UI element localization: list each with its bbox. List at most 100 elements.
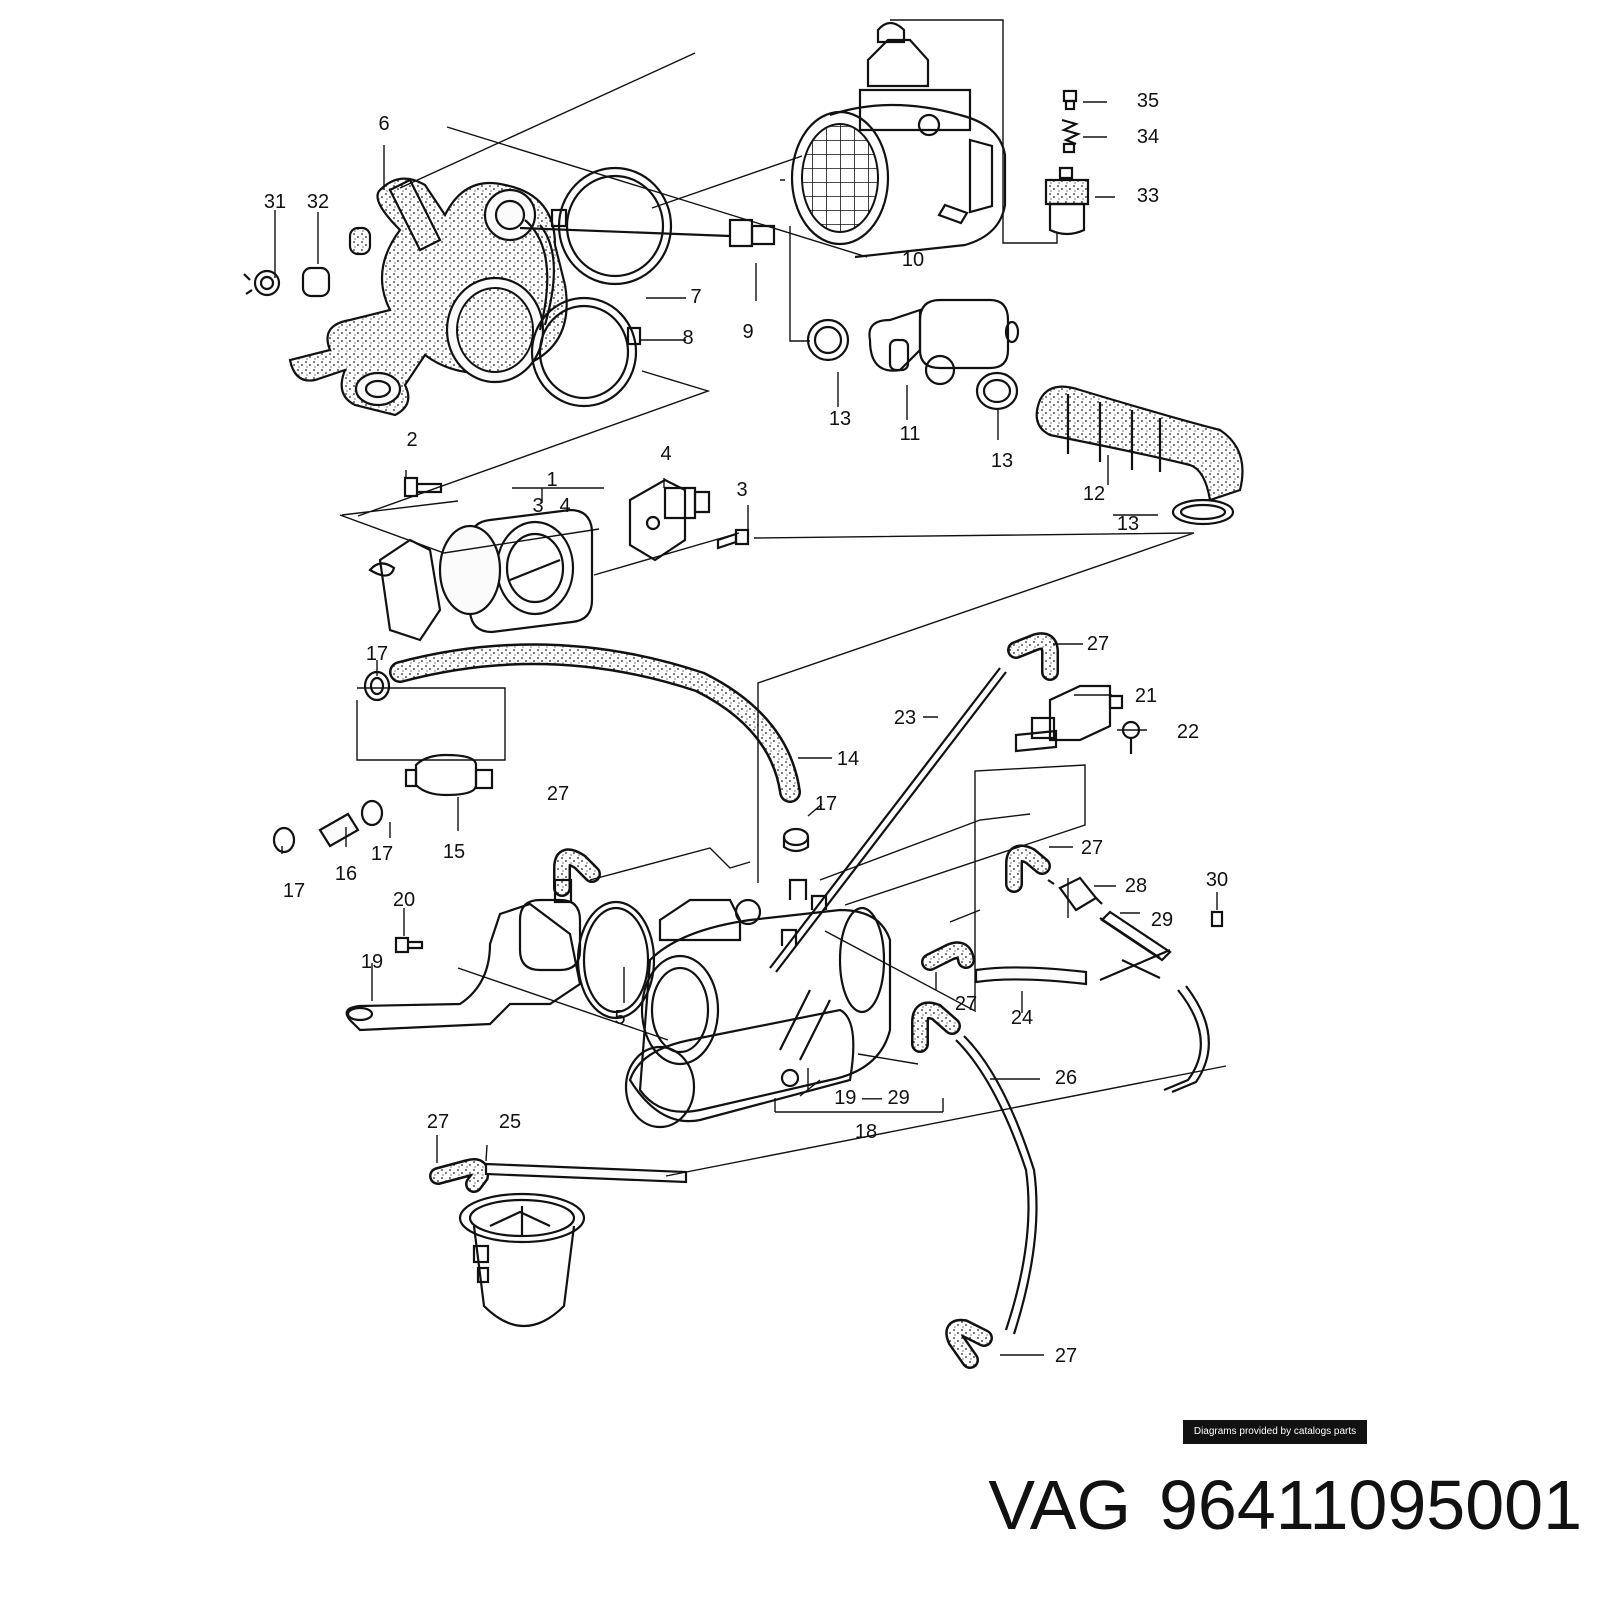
callout: 8 (682, 327, 693, 349)
hose-clamp-8 (530, 296, 642, 408)
hose-clamp-17-top (363, 670, 391, 702)
throttle-switch-4 (628, 478, 711, 562)
callout: 7 (690, 286, 701, 308)
gasket-5 (576, 900, 656, 1020)
callout: 31 (264, 191, 286, 213)
vacuum-line-23 (769, 667, 1007, 973)
callout: 30 (1206, 869, 1228, 891)
cap-32 (301, 266, 331, 298)
callout: 11 (900, 423, 921, 445)
callout: 20 (393, 889, 415, 911)
spring-clip-34 (1060, 118, 1082, 154)
hose-16 (318, 812, 360, 848)
callout: 28 (1125, 875, 1147, 897)
callout: 21 (1135, 685, 1157, 707)
hose-clamp-7 (550, 166, 673, 286)
callout: 17 (371, 843, 393, 865)
hose-clamp-13-right (975, 371, 1019, 411)
idle-speed-valve (806, 298, 1020, 386)
callout: 17 (366, 643, 388, 665)
callout: 23 (894, 707, 916, 729)
callout: 5 (614, 1007, 625, 1029)
callout: 27 (427, 1111, 449, 1133)
callout: 27 (1081, 837, 1103, 859)
hose-27-d (921, 941, 975, 971)
t-piece-29 (1099, 910, 1172, 982)
callout: 32 (307, 191, 329, 213)
leader-lines (274, 101, 1218, 1356)
callout: 4 (660, 443, 671, 465)
callout: 13 (1117, 513, 1139, 535)
hose-27-g (429, 1158, 490, 1193)
hose-clamp-17-mid (782, 827, 810, 853)
callout: 19 (361, 951, 383, 973)
intake-distributor (288, 177, 568, 417)
callout: 27 (1087, 633, 1109, 655)
brand-name: VAG (988, 1466, 1131, 1544)
callout: 26 (1055, 1067, 1077, 1089)
part-number: 96411095001 (1158, 1466, 1582, 1544)
check-valve-28 (1047, 876, 1103, 912)
air-hose-12 (1035, 385, 1244, 502)
callout: 35 (1137, 90, 1159, 112)
cap-30 (1210, 910, 1224, 928)
hose-clamp-17-left-b (360, 799, 384, 827)
callout: 13 (991, 450, 1013, 472)
clip-31 (243, 269, 281, 297)
canister (458, 1192, 586, 1327)
callout: 3 (532, 495, 543, 517)
callout: 15 (443, 841, 465, 863)
hose-clamp-17-left-a (272, 826, 296, 854)
callout: 3 (736, 479, 747, 501)
callout: 2 (406, 429, 417, 451)
hose-27-a (1007, 632, 1059, 681)
diagram-credit-badge: Diagrams provided by catalogs parts (1183, 1420, 1367, 1444)
callout: 4 (559, 495, 570, 517)
fuel-filter-15 (404, 753, 494, 797)
callout: 27 (955, 993, 977, 1015)
callout: 19 — 29 (834, 1087, 910, 1109)
intake-body-18 (624, 878, 892, 1129)
vacuum-line-25 (484, 1162, 688, 1184)
hose-27-c (1005, 844, 1051, 893)
callout: 17 (815, 793, 837, 815)
screw-2 (403, 476, 443, 498)
cap-33 (1044, 166, 1090, 236)
callout: 9 (742, 321, 753, 343)
vacuum-line-26 (955, 985, 1210, 1335)
callout: 33 (1137, 185, 1159, 207)
callout: 13 (829, 408, 851, 430)
callout: 27 (547, 783, 569, 805)
callout: 34 (1137, 126, 1159, 148)
part-number-caption: VAG 96411095001 (0, 1460, 1582, 1550)
solenoid-valve-21 (1014, 684, 1124, 753)
callout: 17 (283, 880, 305, 902)
callout: 25 (499, 1111, 521, 1133)
callout: 6 (378, 113, 389, 135)
air-flow-meter (790, 19, 1058, 259)
vacuum-hose-14 (389, 643, 801, 803)
vacuum-line-24 (974, 966, 1088, 986)
hose-27-f (945, 1318, 993, 1369)
screw-35 (1062, 89, 1078, 111)
callout: 1 (546, 469, 557, 491)
vacuum-unit (518, 878, 582, 972)
hose-clamp-13-lower (1171, 498, 1235, 526)
callout: 14 (837, 748, 859, 770)
connection-lines (339, 52, 1227, 1177)
callout: 16 (335, 863, 357, 885)
hose-27-b (553, 848, 601, 897)
callout: 10 (902, 249, 924, 271)
screw-22 (1121, 720, 1141, 754)
hose-27-e (911, 1001, 961, 1053)
callout-labels: 35 34 33 6 31 32 7 9 8 10 13 11 13 12 13… (264, 90, 1228, 1367)
callout: 24 (1011, 1007, 1033, 1029)
callout: 22 (1177, 721, 1199, 743)
screw-20 (394, 936, 424, 954)
callout: 18 (855, 1121, 877, 1143)
callout: 12 (1083, 483, 1105, 505)
callout: 27 (1055, 1345, 1077, 1367)
screw-3 (716, 528, 750, 550)
throttle-housing (368, 508, 594, 642)
